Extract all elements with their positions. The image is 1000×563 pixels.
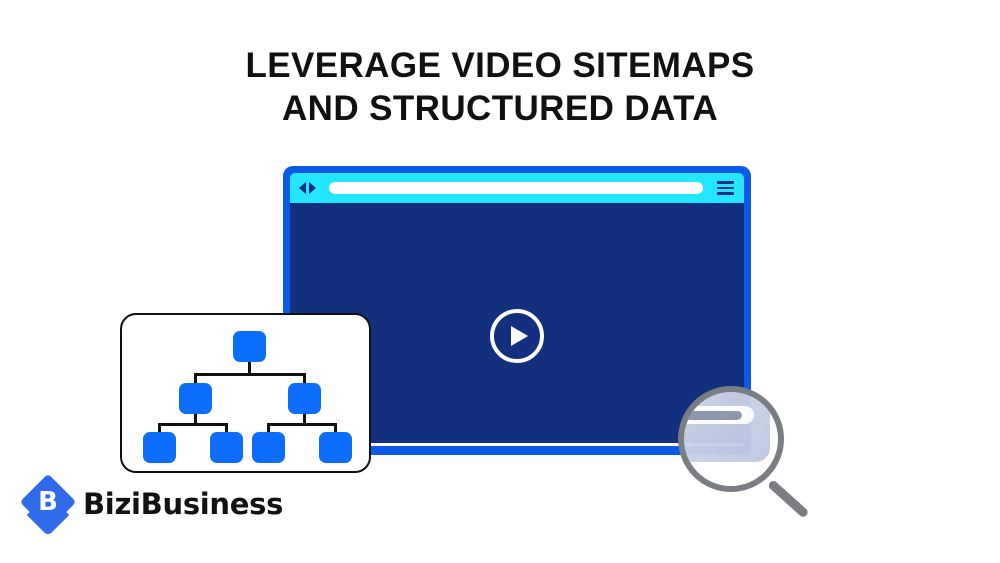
url-input[interactable]	[329, 182, 703, 194]
logo-letter: B	[38, 487, 58, 517]
sitemap-node-branch	[179, 383, 212, 414]
sitemap-edge	[194, 414, 197, 425]
sitemap-node-leaf	[210, 432, 243, 463]
sitemap-edge	[303, 414, 306, 425]
sitemap-edge	[267, 423, 337, 426]
sitemap-node-branch	[288, 383, 321, 414]
brand-logo[interactable]: B BiziBusiness	[19, 473, 284, 537]
page-title: LEVERAGE VIDEO SITEMAPS AND STRUCTURED D…	[0, 44, 1000, 130]
play-triangle	[511, 326, 528, 346]
control-band-white-top	[290, 443, 744, 446]
hamburger-line	[717, 192, 734, 195]
browser-nav-arrows	[299, 182, 316, 194]
player-control-bar	[290, 443, 744, 457]
hamburger-line	[717, 186, 734, 190]
back-icon[interactable]	[299, 182, 306, 194]
hamburger-menu-icon[interactable]	[717, 181, 734, 195]
browser-toolbar	[290, 173, 744, 203]
sitemap-edge	[158, 423, 161, 434]
progress-track[interactable]	[290, 455, 744, 457]
control-band-blue-upper	[290, 446, 744, 455]
bizibusiness-diamond-icon: B	[19, 473, 77, 537]
play-button-icon	[490, 309, 544, 363]
sitemap-edge	[225, 423, 228, 434]
sitemap-node-leaf	[143, 432, 176, 463]
hamburger-line	[717, 181, 734, 184]
page-title-line-2: AND STRUCTURED DATA	[282, 89, 718, 129]
magnifier-lens-content	[684, 392, 778, 486]
sitemap-node-leaf	[319, 432, 352, 463]
magnifier-lens	[678, 386, 784, 492]
magnifying-glass-icon	[678, 386, 812, 519]
play-button[interactable]	[490, 309, 544, 363]
sitemap-node-root	[233, 331, 266, 362]
sitemap-edge	[303, 373, 306, 385]
sitemap-edge	[248, 362, 251, 375]
magnified-screen	[684, 392, 770, 462]
forward-icon[interactable]	[309, 182, 316, 194]
sitemap-edge	[334, 423, 337, 434]
sitemap-edge	[194, 373, 197, 385]
sitemap-edge	[158, 423, 228, 426]
sitemap-edge	[267, 423, 270, 434]
logo-wordmark: BiziBusiness	[83, 487, 284, 521]
sitemap-node-leaf	[252, 432, 285, 463]
magnified-scrubber	[724, 406, 746, 424]
magnified-track-inner	[684, 411, 742, 420]
magnifier-handle	[766, 479, 810, 519]
sitemap-card	[120, 313, 371, 473]
sitemap-edge	[194, 373, 306, 376]
page-title-line-1: LEVERAGE VIDEO SITEMAPS	[245, 46, 755, 85]
